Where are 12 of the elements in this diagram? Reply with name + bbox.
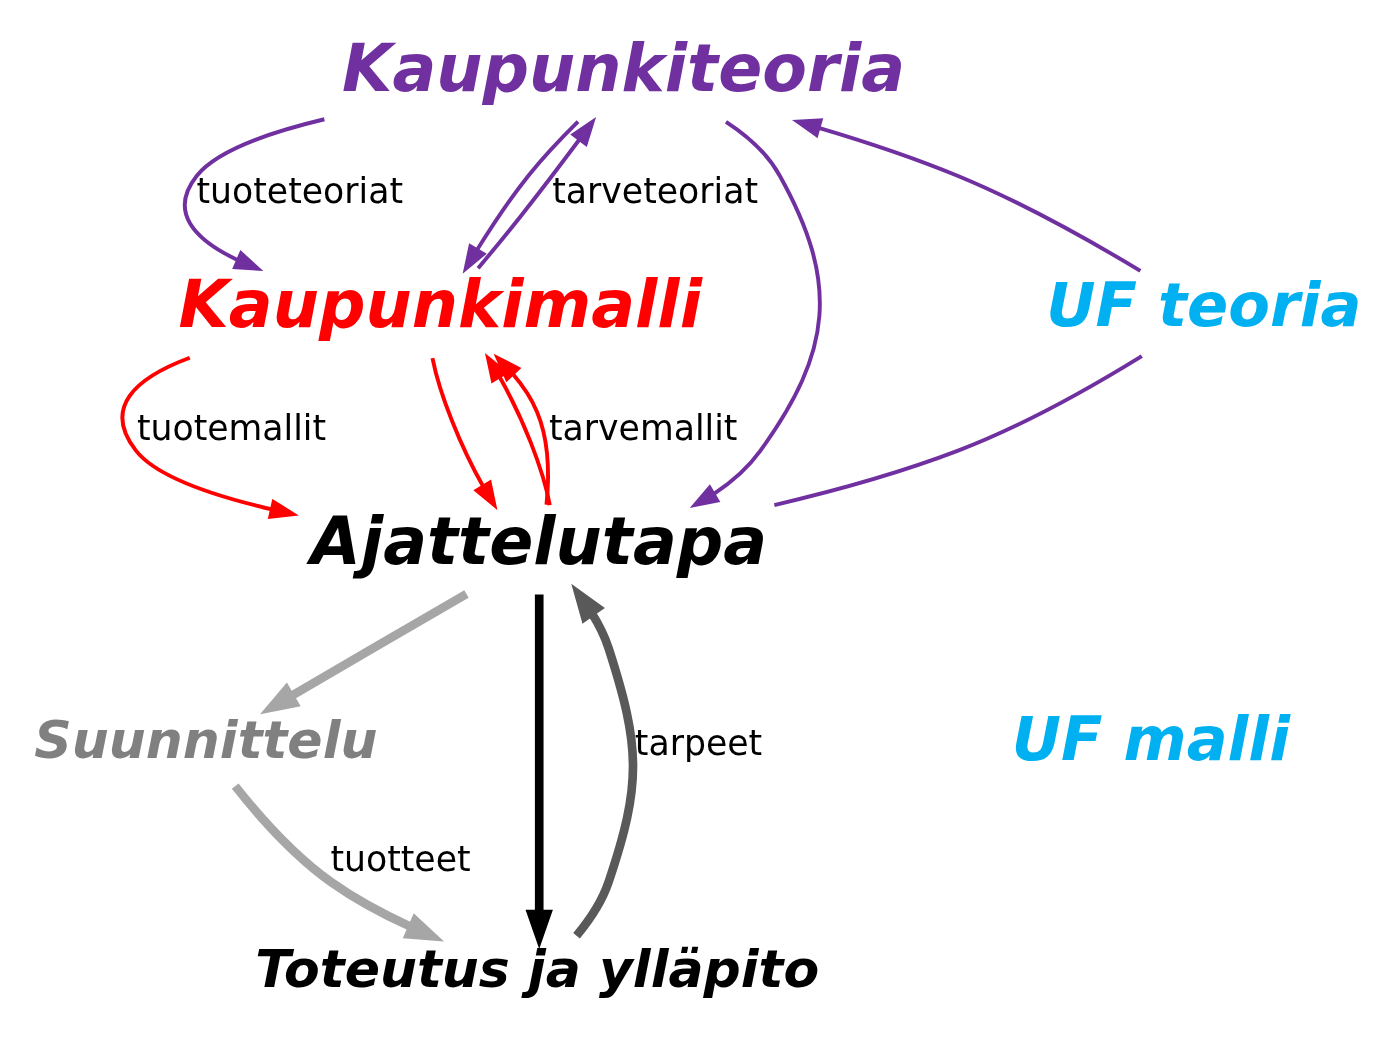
edge-label: tarpeet <box>634 722 763 763</box>
edge-label: tuoteteoriat <box>196 170 404 211</box>
edge-label: tarveteoriat <box>552 170 759 211</box>
node-text: Toteutus ja ylläpito <box>255 938 820 999</box>
edge-label: tuotteet <box>330 838 471 879</box>
edge-label: tuotemallit <box>136 407 327 448</box>
node-text: Kaupunkimalli <box>178 266 702 342</box>
node-text: Suunnittelu <box>34 709 378 770</box>
node-text: Kaupunkiteoria <box>342 30 906 106</box>
label: UF malli <box>1011 702 1290 773</box>
node-text: UF teoria <box>1046 269 1362 340</box>
edge-label: tarvemallit <box>549 407 738 448</box>
